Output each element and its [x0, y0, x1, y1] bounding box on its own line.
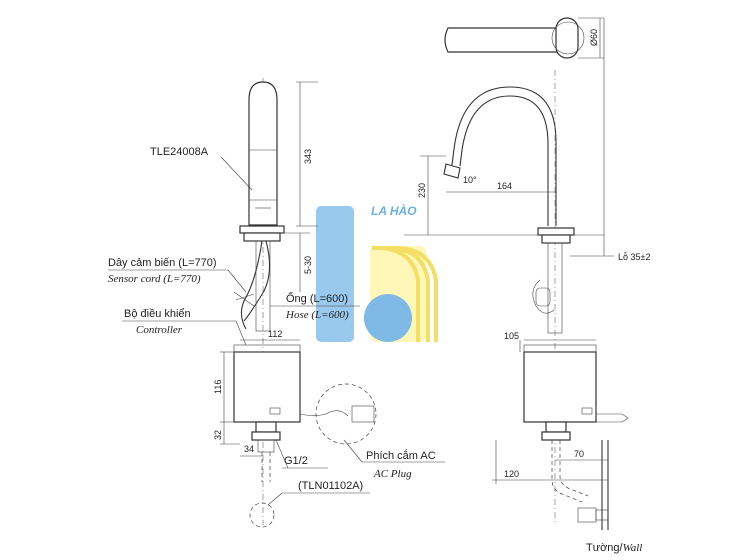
right-view: Ø60: [404, 17, 650, 554]
dim-112: 112: [268, 329, 282, 339]
dim-120: 120: [504, 469, 519, 479]
faucet-body: [248, 81, 278, 226]
thread-label: G1/2: [284, 455, 308, 467]
wall-label-en: Wall: [623, 542, 643, 554]
la-hao-logo: LA HÀO: [316, 203, 438, 342]
dim-5-30: 5-30: [303, 256, 313, 274]
valve-model-label: (TLN01102A): [298, 480, 363, 492]
dim-32: 32: [213, 430, 223, 440]
model-label: TLE24008A: [150, 146, 209, 158]
dim-230: 230: [417, 183, 427, 198]
logo-text: LA HÀO: [371, 203, 417, 218]
controller-box-right: [523, 351, 597, 423]
angle-10: 10°: [463, 175, 477, 185]
dim-105: 105: [504, 331, 519, 341]
sensor-cord-label-vi: Dây cảm biến (L=770): [108, 257, 217, 269]
dim-164: 164: [497, 181, 512, 191]
hose-label-vi: Ống (L=600): [286, 291, 348, 305]
left-view: TLE24008A Dây cảm biến (L=770) Sensor co…: [108, 78, 445, 528]
dim-343: 343: [303, 149, 313, 164]
gooseneck-spout: [451, 86, 557, 226]
hole-dim: Lỗ 35±2: [618, 252, 650, 262]
dim-116: 116: [213, 380, 223, 394]
dim-34: 34: [244, 444, 254, 454]
ac-plug-label-en: AC Plug: [373, 468, 412, 480]
controller-label-en: Controller: [136, 324, 183, 336]
dim-70: 70: [574, 449, 584, 459]
controller-box: [233, 351, 301, 423]
wall-label: Tường/Wall: [586, 542, 642, 554]
ac-plug-label-vi: Phích cắm AC: [366, 449, 436, 462]
wall-label-vi: Tường/: [586, 542, 624, 554]
top-view-spout: [444, 27, 573, 53]
controller-label-vi: Bộ điều khiển: [124, 308, 191, 320]
sensor-cord-label-en: Sensor cord (L=770): [108, 273, 201, 285]
dim-60: Ø60: [589, 29, 599, 46]
hose-label-en: Hose (L=600): [285, 309, 349, 321]
